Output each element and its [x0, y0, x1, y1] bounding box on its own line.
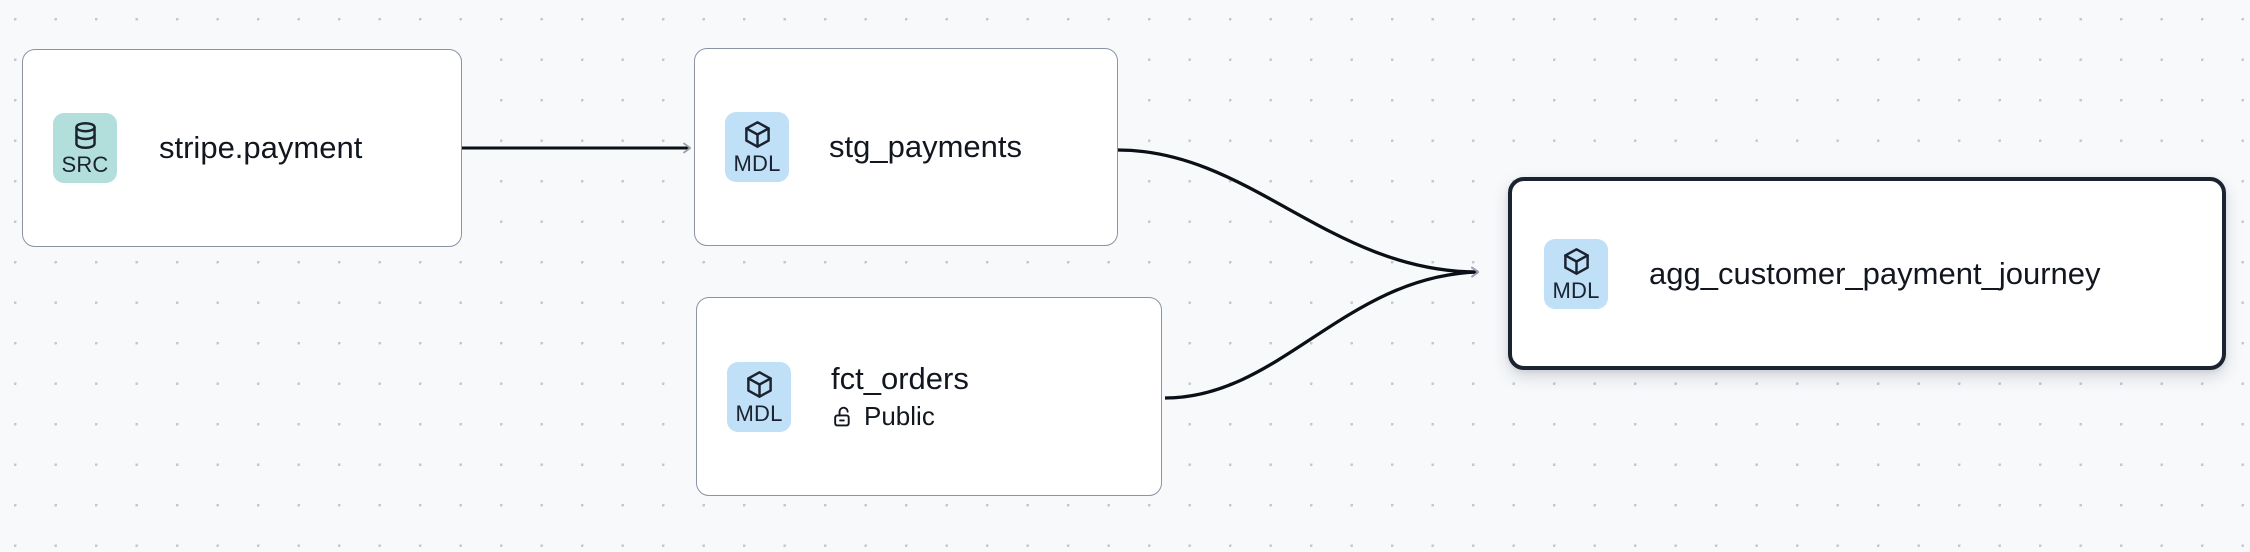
cube-icon: [744, 369, 775, 400]
model-badge-label: MDL: [735, 400, 783, 426]
node-body: stg_payments: [829, 129, 1022, 165]
node-title: stripe.payment: [159, 130, 363, 166]
model-badge-label: MDL: [733, 151, 781, 176]
node-stripe-payment[interactable]: SRC stripe.payment: [22, 49, 462, 247]
node-body: agg_customer_payment_journey: [1649, 256, 2101, 292]
node-title: agg_customer_payment_journey: [1649, 255, 2101, 291]
node-visibility: Public: [831, 401, 969, 432]
edge-fct-to-agg: [1164, 266, 1480, 400]
model-badge: MDL: [727, 361, 791, 432]
node-title: fct_orders: [831, 360, 969, 396]
node-body: fct_orders Public: [831, 361, 969, 433]
node-stg-payments[interactable]: MDL stg_payments: [694, 48, 1118, 246]
source-badge: SRC: [53, 113, 117, 183]
unlock-icon: [831, 404, 856, 429]
cube-icon: [1561, 246, 1592, 277]
node-agg-customer-payment-journey[interactable]: MDL agg_customer_payment_journey: [1508, 177, 2226, 370]
cube-icon: [742, 119, 773, 150]
source-badge-label: SRC: [61, 152, 109, 177]
node-visibility-label: Public: [864, 401, 935, 432]
model-badge: MDL: [1544, 238, 1608, 309]
edge-stg-to-agg: [1117, 148, 1480, 278]
node-fct-orders[interactable]: MDL fct_orders Public: [696, 297, 1162, 496]
node-body: stripe.payment: [159, 130, 362, 166]
database-icon: [70, 120, 101, 151]
model-badge: MDL: [725, 112, 789, 182]
model-badge-label: MDL: [1552, 277, 1600, 303]
node-title: stg_payments: [829, 129, 1022, 165]
